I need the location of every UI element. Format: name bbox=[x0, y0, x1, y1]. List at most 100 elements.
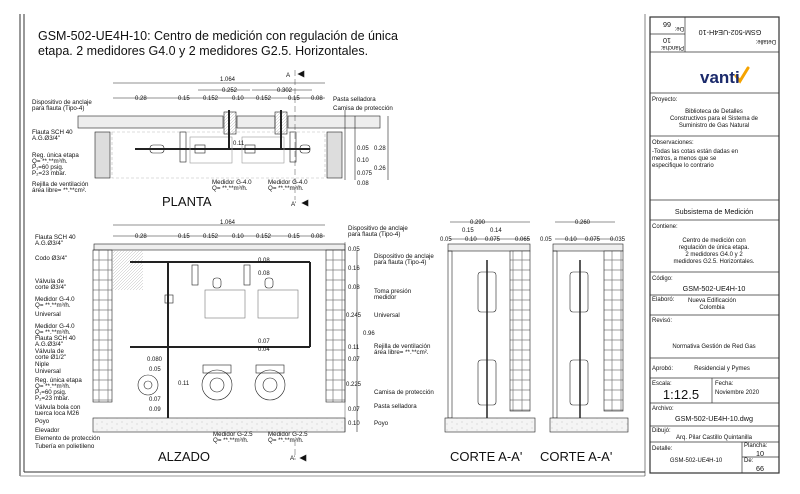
dimension-label: 0.08 bbox=[357, 181, 369, 187]
label: De: bbox=[674, 25, 684, 31]
planta-label: Q= **.**m³/h. bbox=[268, 185, 304, 192]
dimension-label: 0.152 bbox=[203, 234, 219, 240]
dimension-label: 0.28 bbox=[135, 96, 147, 102]
corte2-title: CORTE A-A' bbox=[540, 449, 612, 464]
planta-label: Reg. única etapa bbox=[32, 152, 79, 159]
planta-label: Pasta selladora bbox=[333, 96, 376, 103]
alzado-label: para flauta (Tipo-4) bbox=[348, 231, 400, 238]
dimension-label: 0.04 bbox=[258, 347, 270, 353]
dimension-label: 0.05 bbox=[357, 146, 369, 152]
dimension-label: 0.08 bbox=[258, 271, 270, 277]
label: Detalle: bbox=[755, 38, 776, 44]
alzado-label: Q= **.**m³/h. bbox=[213, 437, 249, 444]
contiene: Centro de medición con bbox=[682, 238, 745, 244]
observaciones: metros, a menos que se bbox=[652, 156, 717, 162]
alzado-label: área libre= **.**cm². bbox=[374, 349, 429, 356]
alzado-label: Medidor G-4.0 bbox=[35, 323, 75, 330]
observaciones: -Todas las cotas están dadas en bbox=[652, 149, 738, 155]
dimension-label: 0.28 bbox=[374, 146, 386, 152]
alzado-label: Válvula de bbox=[35, 278, 64, 285]
page-title: GSM-502-UE4H-10: Centro de medición con … bbox=[38, 29, 398, 43]
planta-label: Camisa de protección bbox=[333, 105, 393, 112]
sheet-total: 66 bbox=[663, 20, 671, 29]
planta-label: P₁=60 psig. bbox=[32, 164, 64, 171]
alzado-label: Flauta SCH 40 bbox=[35, 335, 76, 342]
dimension-label: 0.10 bbox=[465, 237, 477, 243]
dimension-label: 0.11 bbox=[233, 141, 245, 147]
elaboro: Colombia bbox=[699, 305, 725, 311]
alzado-label: A.G.Ø3/4" bbox=[35, 240, 63, 247]
section-mark: A bbox=[286, 72, 291, 79]
detalle: GSM-502-UE4H-10 bbox=[670, 458, 723, 464]
dimension-label: 0.11 bbox=[178, 381, 190, 387]
planta-label: Flauta SCH 40 bbox=[32, 129, 73, 136]
page-title-line2: etapa. 2 medidores G4.0 y 2 medidores G2… bbox=[38, 44, 368, 58]
label: Proyecto: bbox=[652, 97, 678, 103]
dimension-label: 0.080 bbox=[147, 357, 163, 363]
dimension-label: 0.10 bbox=[348, 421, 360, 427]
alzado-label: Medidor G-2.5 bbox=[213, 431, 253, 438]
section-mark: A' bbox=[290, 455, 295, 462]
section-mark: A' bbox=[291, 201, 296, 208]
de: 66 bbox=[756, 464, 764, 473]
dimension-label: 0.252 bbox=[222, 88, 238, 94]
dimension-label: 0.152 bbox=[256, 96, 272, 102]
alzado-label: Medidor G-2.5 bbox=[268, 431, 308, 438]
dimension-label: 0.075 bbox=[585, 237, 601, 243]
title-block-grid bbox=[650, 17, 779, 473]
label: Plancha: bbox=[660, 44, 684, 50]
dimension-label: 0.15 bbox=[178, 96, 190, 102]
alzado-label: A.G.Ø3/4" bbox=[35, 341, 63, 348]
dimension-label: 0.245 bbox=[346, 313, 362, 319]
alzado-label: Q= **.**m³/h. bbox=[35, 329, 71, 336]
dimension-label: 1.064 bbox=[220, 220, 236, 226]
alzado-label: Camisa de protección bbox=[374, 389, 434, 396]
alzado-label: medidor bbox=[374, 294, 396, 301]
label: Fecha: bbox=[715, 381, 734, 387]
alzado-label: Tubería en polietileno bbox=[35, 443, 95, 450]
alzado-label: Toma presión bbox=[374, 288, 412, 295]
planta-label: Medidor G-4.0 bbox=[212, 179, 252, 186]
alzado-drawing bbox=[92, 224, 358, 462]
detail-code: GSM-502-UE4H-10 bbox=[699, 28, 762, 37]
dimension-label: 0.10 bbox=[565, 237, 577, 243]
planta-label: Dispositivo de anclaje bbox=[32, 99, 92, 106]
alzado-label: Poyo bbox=[374, 420, 389, 427]
dimension-label: 0.075 bbox=[357, 171, 373, 177]
dimension-label: 0.035 bbox=[610, 237, 626, 243]
alzado-title: ALZADO bbox=[158, 449, 210, 464]
dimension-label: 0.07 bbox=[348, 357, 360, 363]
alzado-label: Codo Ø3/4" bbox=[35, 255, 67, 262]
label: Elaboró: bbox=[652, 297, 675, 303]
dimension-label: 0.05 bbox=[540, 237, 552, 243]
alzado-label: Poyo bbox=[35, 418, 50, 425]
observaciones: especifique lo contrario bbox=[652, 163, 714, 169]
corte2-drawing bbox=[549, 221, 629, 433]
dimension-label: 0.07 bbox=[149, 397, 161, 403]
dimension-label: 0.260 bbox=[575, 220, 591, 226]
alzado-label: Q= **.**m³/h. bbox=[35, 302, 71, 309]
dimension-label: 0.075 bbox=[485, 237, 501, 243]
label: De: bbox=[744, 458, 754, 464]
proyecto: Suministro de Gas Natural bbox=[679, 123, 749, 129]
archivo: GSM-502-UE4H-10.dwg bbox=[675, 414, 753, 423]
planta-label: A.G.Ø3/4" bbox=[32, 135, 60, 142]
alzado-label: Niple bbox=[35, 361, 50, 368]
label: Plancha: bbox=[744, 443, 768, 449]
dimension-label: 0.065 bbox=[515, 237, 531, 243]
alzado-label: corte Ø1/2" bbox=[35, 354, 66, 361]
plancha: 10 bbox=[756, 449, 764, 458]
corte1-title: CORTE A-A' bbox=[450, 449, 522, 464]
alzado-label: P₁=60 psig. bbox=[35, 389, 67, 396]
dimension-label: 0.16 bbox=[348, 266, 360, 272]
subsistema: Subsistema de Medición bbox=[675, 207, 753, 216]
proyecto: Biblioteca de Detalles bbox=[685, 109, 743, 115]
dimension-label: 0.14 bbox=[490, 228, 502, 234]
alzado-label: Dispositivo de anclaje bbox=[374, 253, 434, 260]
label: Código: bbox=[652, 276, 673, 282]
dimension-label: 0.07 bbox=[258, 339, 270, 345]
dimension-label: 0.26 bbox=[374, 166, 386, 172]
alzado-label: Flauta SCH 40 bbox=[35, 234, 76, 241]
alzado-label: P₂=23 mbar. bbox=[35, 395, 69, 402]
